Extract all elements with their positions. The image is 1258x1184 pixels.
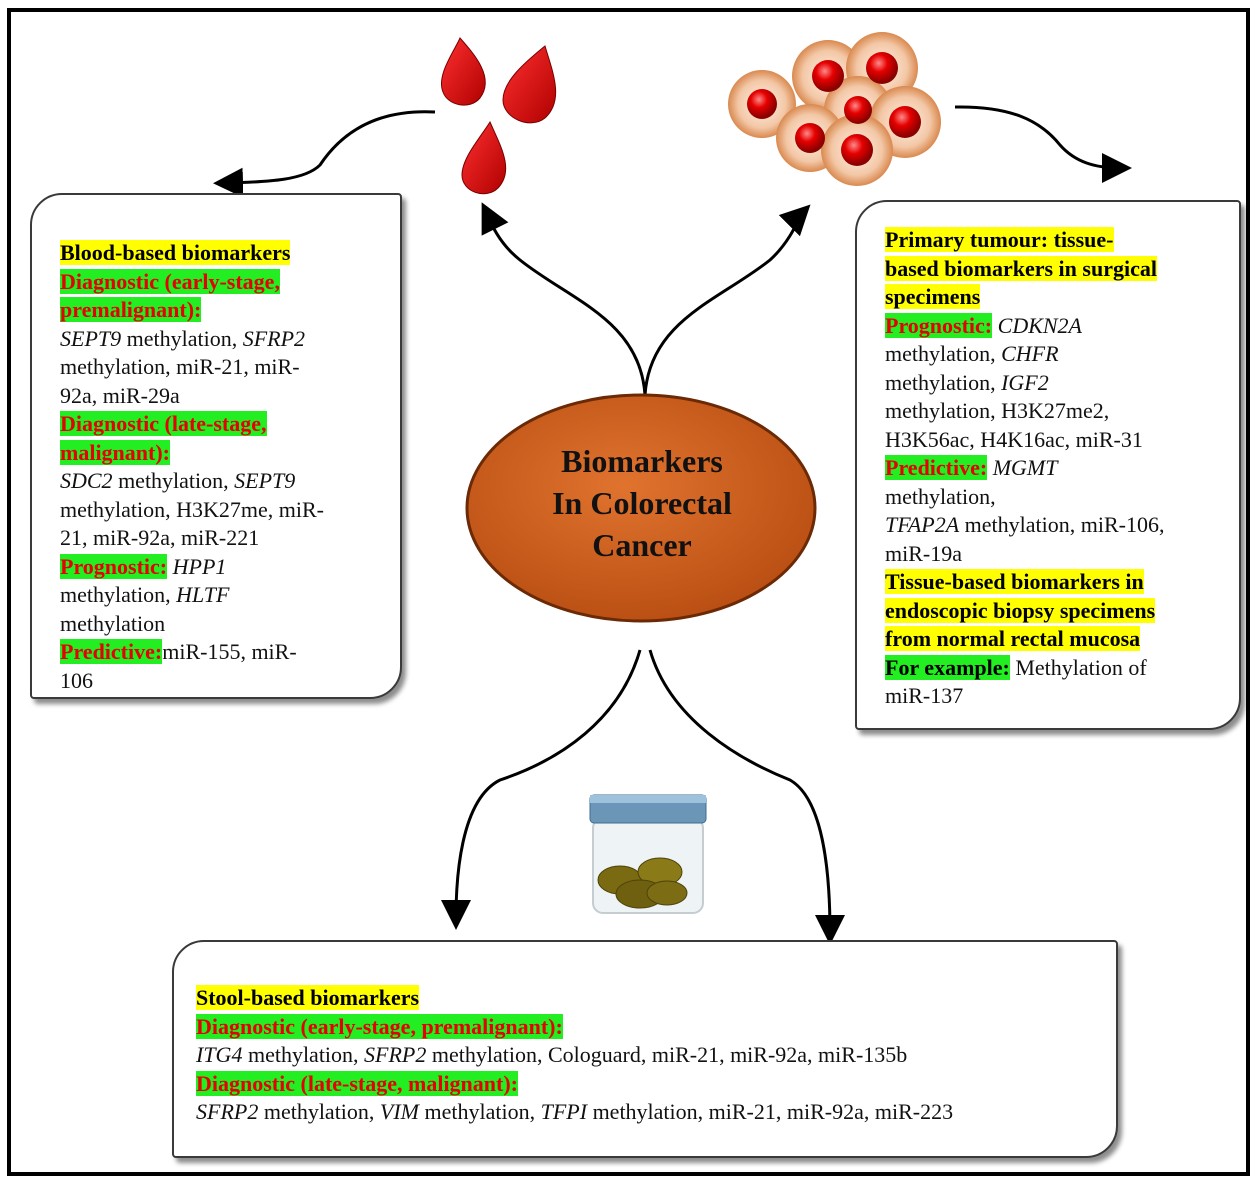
tissue-endo-1: Tissue-based biomarkers in [885,569,1144,594]
stool-diag-late-label: Diagnostic (late-stage, malignant): [196,1070,519,1096]
tissue-gene-chfr: CHFR [1001,341,1059,366]
blood-diag-late-label-1: Diagnostic (late-stage, [60,411,267,436]
blood-diag-early-label-1: Diagnostic (early-stage, [60,268,280,294]
blood-diag-late-label-2: malignant): [60,439,170,465]
blood-gene-sfrp2: SFRP2 [242,325,306,351]
blood-text: methylation, [112,468,235,493]
tissue-text: methylation, miR-106, [959,512,1165,537]
tissue-endo-2: endoscopic biopsy specimens [885,597,1156,623]
stool-text: methylation, [258,1099,380,1124]
tissue-text: methylation, [885,369,1002,395]
stool-text: methylation, miR-21, miR-92a, miR-223 [587,1099,954,1124]
tissue-gene-igf2: IGF2 [1001,369,1049,395]
center-title-line3: Cancer [592,527,692,563]
tissue-text: methylation, [885,341,1002,366]
tissue-text: miR-19a [885,540,962,566]
stool-text: methylation, Cologuard, miR-21, miR-92a,… [426,1042,908,1067]
center-title-line2: In Colorectal [552,485,732,521]
stool-biomarkers-box: Stool-based biomarkers Diagnostic (early… [172,940,1118,1158]
tissue-title-1: Primary tumour: tissue- [885,227,1114,252]
stool-jar-icon [589,794,707,914]
tissue-text: miR-137 [885,683,964,708]
blood-text: methylation, H3K27me, miR- [60,496,324,522]
tissue-pred-label: Predictive: [885,455,988,480]
center-title: Biomarkers In Colorectal Cancer [470,440,814,566]
center-title-line1: Biomarkers [561,443,723,479]
blood-text: 106 [60,667,93,693]
stool-title: Stool-based biomarkers [196,985,420,1010]
figure-frame [7,8,1250,1176]
tissue-text: methylation, H3K27me2, [885,398,1110,423]
stool-gene-itg4: ITG4 [196,1042,243,1067]
blood-gene-sdc2: SDC2 [60,468,113,493]
blood-text: 92a, miR-29a [60,382,180,408]
blood-gene-hltf: HLTF [176,582,230,607]
blood-diag-early-label-2: premalignant): [60,297,202,322]
blood-text: methylation, [121,325,243,351]
tissue-example-label: For example: [885,654,1010,680]
stool-text: methylation, [419,1099,541,1124]
center-ellipse [465,393,817,623]
stool-gene-sfrp2: SFRP2 [364,1042,427,1067]
blood-text: methylation, [60,582,177,607]
stool-diag-early-label: Diagnostic (early-stage, premalignant): [196,1013,563,1039]
blood-text: methylation, miR-21, miR- [60,354,300,379]
stool-gene-vim: VIM [379,1099,420,1124]
tissue-gene-cdkn2a: CDKN2A [992,312,1082,338]
tissue-text: Methylation of [1009,654,1147,680]
tissue-title-2: based biomarkers in surgical [885,255,1157,281]
blood-gene-sept9: SEPT9 [60,325,122,351]
stool-gene-sfrp2: SFRP2 [196,1099,259,1124]
tissue-cells-icon [728,32,941,186]
blood-gene-hpp1: HPP1 [167,553,227,579]
blood-text: 21, miR-92a, miR-221 [60,525,260,550]
connector-arrows [213,105,1132,945]
blood-pred-label: Predictive: [60,639,163,664]
blood-gene-sept9: SEPT9 [234,468,296,493]
blood-title: Blood-based biomarkers [60,240,291,265]
blood-drops-icon [441,37,557,195]
blood-text: methylation [60,610,166,636]
blood-text: miR-155, miR- [162,639,297,664]
tissue-endo-3: from normal rectal mucosa [885,626,1141,651]
tissue-gene-mgmt: MGMT [987,455,1058,480]
tissue-text: H3K56ac, H4K16ac, miR-31 [885,426,1143,452]
stool-gene-tfpi: TFPI [540,1099,588,1124]
blood-prog-label: Prognostic: [60,553,168,579]
blood-biomarkers-box: Blood-based biomarkers Diagnostic (early… [30,193,402,699]
tissue-gene-tfap2a: TFAP2A [885,512,960,537]
stool-text: methylation, [242,1042,365,1067]
tissue-prog-label: Prognostic: [885,312,993,338]
tissue-title-3: specimens [885,284,981,309]
tissue-biomarkers-box: Primary tumour: tissue- based biomarkers… [855,200,1241,730]
tissue-text: methylation, [885,483,996,509]
